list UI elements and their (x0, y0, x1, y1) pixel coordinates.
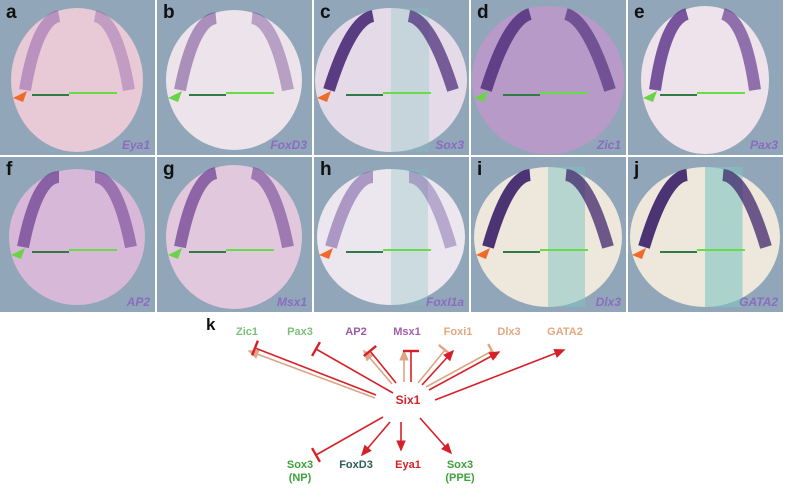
panel-letter: h (320, 159, 332, 180)
node-region: (PPE) (445, 472, 475, 484)
panel-j: j GATA2 (628, 157, 783, 312)
panel-c: c Sox3 (314, 0, 469, 155)
embryo-image (166, 165, 302, 309)
panel-letter: b (163, 2, 175, 23)
node-foxi1: Foxi1 (443, 326, 473, 338)
node-bottom-2: Eya1 (395, 459, 421, 472)
inhibition-line (417, 344, 452, 384)
node-msx1: Msx1 (393, 326, 421, 338)
arrowhead-marker (168, 91, 182, 102)
embryo-image (11, 8, 143, 152)
node-zic1: Zic1 (235, 326, 259, 338)
inhibition-line (363, 345, 397, 384)
node-bottom-0: Sox3(NP) (287, 459, 313, 485)
gene-label: Sox3 (435, 138, 464, 152)
gene-label: FoxD3 (270, 138, 307, 152)
node-name: Sox3 (446, 459, 474, 471)
node-name: Eya1 (395, 459, 421, 471)
panel-letter: g (163, 159, 175, 180)
gene-label: FoxI1a (425, 295, 464, 309)
gene-label: Dlx3 (595, 295, 621, 309)
panel-f: f AP2 (0, 157, 155, 312)
activation-arrow (428, 351, 501, 391)
node-gata2: GATA2 (547, 326, 583, 338)
embryo-image (474, 167, 622, 307)
embryo-image (9, 169, 145, 305)
panel-e: e Pax3 (628, 0, 783, 155)
arrowhead-marker (168, 248, 182, 259)
gene-label: Msx1 (276, 295, 307, 309)
node-six1: Six1 (395, 393, 421, 407)
activation-arrow (247, 349, 376, 399)
gene-label: Zic1 (596, 138, 621, 152)
panel-a: a Eya1 (0, 0, 155, 155)
panel-g: g Msx1 (157, 157, 312, 312)
panel-i: i Dlx3 (471, 157, 626, 312)
embryo-image (641, 6, 769, 154)
panel-letter-k: k (206, 315, 216, 334)
arrowhead-marker (317, 91, 331, 102)
node-name: FoxD3 (339, 459, 373, 471)
node-ap2: AP2 (345, 326, 367, 338)
arrowhead-marker (13, 91, 27, 102)
arrowhead-marker (643, 91, 657, 102)
node-name: Sox3 (286, 459, 314, 471)
network-arrows (247, 340, 566, 463)
activation-arrow (419, 417, 453, 455)
panel-d: d Zic1 (471, 0, 626, 155)
inhibition-line (425, 343, 497, 388)
panel-letter: c (320, 2, 331, 23)
arrowhead-marker (474, 91, 488, 102)
inhibition-line (310, 341, 394, 394)
panel-letter: a (6, 2, 17, 23)
panel-letter: e (634, 2, 645, 23)
panel-letter: d (477, 2, 489, 23)
panel-b: b FoxD3 (157, 0, 312, 155)
embryo-image (315, 8, 467, 152)
node-bottom-3: Sox3(PPE) (445, 459, 474, 485)
embryo-image (317, 169, 465, 305)
arrowhead-marker (476, 248, 490, 259)
panel-h: h FoxI1a (314, 157, 469, 312)
panel-letter: j (634, 159, 640, 180)
gene-label: AP2 (126, 295, 150, 309)
panel-letter: i (477, 159, 483, 180)
activation-arrow (360, 421, 391, 457)
activation-arrow (434, 348, 566, 401)
node-region: (NP) (288, 472, 312, 484)
arrowhead-marker (319, 248, 333, 259)
arrowhead-marker (632, 248, 646, 259)
inhibition-line (250, 340, 377, 396)
gene-label: Eya1 (121, 138, 150, 152)
gene-label: GATA2 (739, 295, 778, 309)
embryo-image (630, 167, 780, 307)
gene-label: Pax3 (749, 138, 778, 152)
embryo-image (166, 10, 302, 150)
activation-arrow (421, 349, 455, 386)
arrowhead-marker (11, 248, 25, 259)
node-dlx3: Dlx3 (497, 326, 521, 338)
inhibition-line (311, 416, 384, 463)
panel-letter: f (6, 159, 13, 180)
node-pax3: Pax3 (287, 326, 313, 338)
node-bottom-1: FoxD3 (339, 459, 373, 472)
embryo-image (472, 6, 624, 154)
